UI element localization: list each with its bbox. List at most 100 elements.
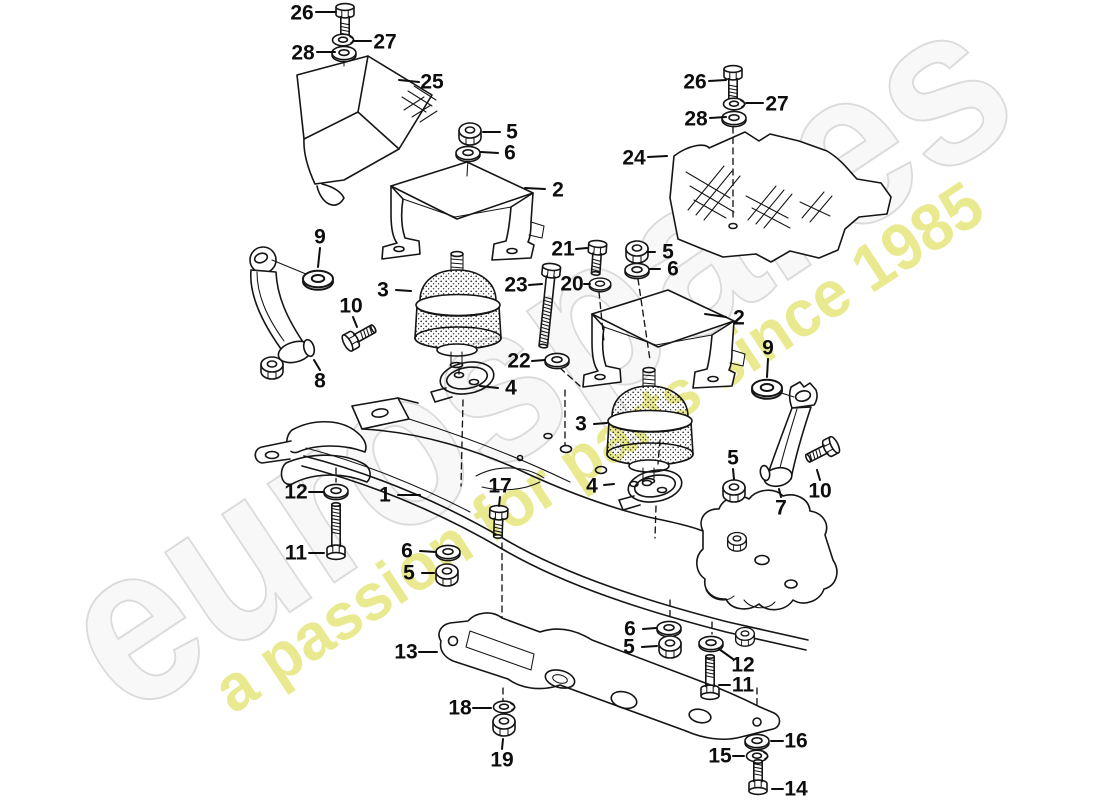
hex-bolt-icon: [538, 262, 562, 349]
part-callout-6: 6: [667, 258, 679, 281]
part-callout-12: 12: [284, 481, 307, 504]
leader-line-12: [718, 648, 734, 660]
washer-icon: [721, 110, 747, 128]
lock-washer-icon: [722, 97, 746, 111]
lock-washer-icon: [331, 33, 355, 47]
part-callout-28: 28: [291, 42, 315, 65]
part-callout-16: 16: [784, 730, 807, 753]
part-callout-10: 10: [339, 295, 362, 318]
hex-nut-icon: [492, 713, 516, 737]
leader-line-2: [704, 313, 727, 318]
leader-line-4: [479, 385, 499, 389]
part-callout-2: 2: [552, 179, 564, 202]
leader-line-7: [778, 488, 782, 498]
washer-icon: [455, 145, 481, 163]
washer-icon: [331, 45, 357, 63]
washer-icon: [588, 277, 612, 293]
leader-line-24: [647, 155, 668, 158]
part-callout-5: 5: [623, 636, 635, 659]
hex-bolt-icon: [335, 2, 355, 41]
leader-line-9: [317, 247, 321, 268]
engine-mount: [414, 250, 502, 369]
hex-nut-icon: [726, 531, 748, 552]
part-callout-26: 26: [683, 71, 706, 94]
washer-icon: [751, 378, 783, 400]
part-callout-5: 5: [727, 447, 739, 470]
washer-icon: [302, 269, 334, 291]
hex-bolt-icon: [587, 239, 608, 276]
hardware-layer: [260, 2, 841, 796]
part-callout-3: 3: [575, 413, 587, 436]
diagram-art: [249, 55, 892, 740]
leader-line-23: [528, 283, 543, 286]
leader-line-6: [480, 151, 499, 154]
hex-nut-icon: [722, 479, 746, 503]
part-callout-15: 15: [708, 745, 732, 768]
part-callout-20: 20: [560, 273, 583, 296]
part-callout-14: 14: [784, 778, 808, 800]
leader-line-2: [524, 187, 546, 190]
part-callout-6: 6: [504, 142, 516, 165]
leader-line-10: [352, 316, 358, 328]
part-callout-4: 4: [505, 377, 517, 400]
leader-line-17: [498, 496, 501, 507]
carrier-crossmember: [254, 278, 838, 732]
leader-line-5: [732, 468, 735, 480]
hex-nut-icon: [658, 635, 682, 659]
hex-nut-icon: [435, 563, 459, 587]
leader-line-26: [708, 79, 727, 82]
part-callout-11: 11: [285, 542, 308, 565]
part-callout-7: 7: [775, 497, 787, 520]
leader-line-28: [709, 116, 727, 119]
leader-line-22: [531, 359, 546, 362]
lock-washer-icon: [492, 700, 516, 714]
part-callout-4: 4: [586, 475, 598, 498]
part-callout-5: 5: [506, 121, 518, 144]
part-callout-11: 11: [732, 674, 755, 697]
part-callout-27: 27: [765, 93, 788, 116]
washer-icon: [544, 352, 570, 370]
part-callout-22: 22: [507, 350, 530, 373]
leader-line-8: [313, 359, 321, 371]
leader-line-3: [593, 422, 608, 425]
part-callout-9: 9: [314, 226, 326, 249]
hex-bolt-icon: [700, 654, 720, 701]
part-callout-26: 26: [290, 2, 313, 25]
hex-bolt-icon: [804, 435, 841, 463]
part-callout-8: 8: [314, 370, 326, 393]
part-callout-23: 23: [504, 274, 527, 297]
hex-nut-icon: [625, 240, 649, 264]
part-callout-25: 25: [420, 71, 444, 94]
part-callout-13: 13: [394, 641, 417, 664]
washer-icon: [435, 544, 461, 562]
part-callout-6: 6: [624, 618, 636, 641]
part-callout-28: 28: [684, 108, 708, 131]
part-callout-19: 19: [490, 749, 513, 772]
support-arm-left: [249, 246, 316, 364]
part-callout-6: 6: [401, 540, 413, 563]
support-arm-right: [759, 381, 818, 488]
part-callout-5: 5: [662, 241, 674, 264]
part-callout-10: 10: [808, 480, 831, 503]
leader-line-19: [501, 738, 504, 750]
part-callout-1: 1: [379, 484, 391, 507]
part-callout-17: 17: [488, 475, 511, 498]
hex-nut-icon: [734, 626, 756, 647]
part-callout-27: 27: [373, 31, 396, 54]
leader-line-6: [419, 550, 437, 553]
hex-bolt-icon: [341, 324, 377, 352]
cover-bracket-top-left: [296, 55, 438, 206]
part-callout-12: 12: [731, 654, 754, 677]
part-callout-24: 24: [622, 147, 646, 170]
leader-line-4: [603, 483, 615, 486]
washer-icon: [698, 635, 724, 653]
hex-nut-icon: [458, 122, 482, 146]
part-callout-18: 18: [448, 697, 472, 720]
heat-shield: [430, 361, 495, 403]
washer-icon: [744, 733, 770, 751]
leader-line-6: [642, 627, 657, 630]
part-callout-9: 9: [762, 337, 774, 360]
lower-cover-plate: [438, 612, 781, 740]
leader-line-9: [766, 358, 769, 378]
